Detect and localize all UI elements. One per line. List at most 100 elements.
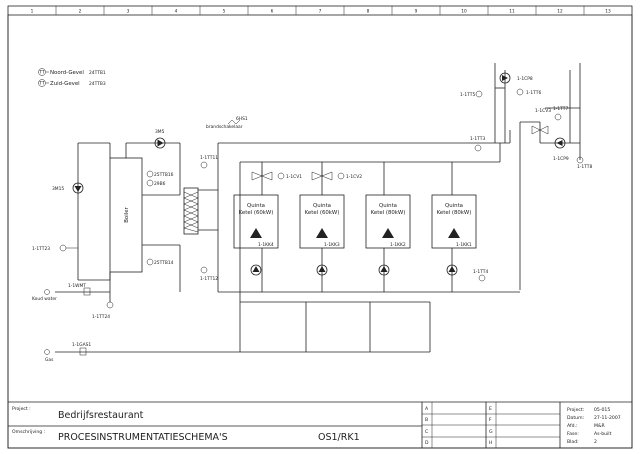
svg-text:1-1CP8: 1-1CP8: [517, 76, 533, 82]
boiler-vessel: Boiler 25TTB16 29B6 25TTB14 1-1TT23: [32, 157, 174, 273]
cold-water: Koud water 1-1WMT 1-1TT24: [32, 283, 114, 320]
boiler-unit-1: Quinta Ketel (60kW) 1-1KK4: [233, 194, 279, 276]
svg-text:Quinta: Quinta: [445, 203, 463, 209]
svg-text:1-1CV1: 1-1CV1: [286, 174, 302, 180]
svg-text:Koud water: Koud water: [32, 296, 57, 302]
svg-text:1-1WMT: 1-1WMT: [68, 283, 86, 289]
fire-switch-tag: 6HS1: [236, 116, 248, 122]
rev-e: E: [489, 406, 492, 412]
info-phase-key: Fase:: [567, 431, 579, 437]
info-dept-value: M&R: [594, 423, 606, 429]
svg-text:1-1KK4: 1-1KK4: [258, 242, 274, 248]
valve-cv2: 1-1CV2: [311, 170, 362, 181]
boiler-tt14: 25TTB14: [154, 260, 174, 266]
svg-text:Ketel (60kW): Ketel (60kW): [239, 210, 274, 216]
south-facade-tag: 24TTB3: [89, 81, 106, 87]
heat-exchanger: 1-1TT11 1-1TT12: [183, 155, 218, 282]
info-project-key: Project:: [567, 407, 585, 413]
fire-switch-label: brandschakelaar: [206, 124, 243, 130]
svg-text:1-1TT4: 1-1TT4: [473, 269, 488, 275]
svg-text:3M5: 3M5: [155, 129, 165, 135]
col-1: 1: [31, 9, 34, 15]
svg-text:1-1GAS1: 1-1GAS1: [72, 342, 91, 348]
wind-sensors: TT Noord-Gevel 24TTB1 TT Zuid-Gevel 24TT…: [38, 68, 106, 87]
rev-b: B: [425, 417, 428, 423]
svg-text:TT: TT: [38, 81, 45, 87]
col-5: 5: [223, 9, 226, 15]
piping: [55, 63, 581, 353]
south-facade-label: Zuid-Gevel: [50, 81, 80, 87]
info-phase-value: As-built: [594, 431, 612, 437]
svg-text:Quinta: Quinta: [247, 203, 265, 209]
col-6: 6: [271, 9, 274, 15]
rev-f: F: [489, 417, 492, 423]
info-dept-key: Afd.:: [567, 423, 578, 429]
col-13: 13: [605, 9, 611, 15]
boiler-tt23: 1-1TT23: [32, 246, 50, 252]
gas-line: Gas 1-1GAS1: [44, 342, 91, 363]
col-9: 9: [415, 9, 418, 15]
project-value: Bedrijfsrestaurant: [58, 410, 144, 421]
svg-text:TT: TT: [38, 70, 45, 76]
north-facade-tag: 24TTB1: [89, 70, 106, 76]
valve-cv1: 1-1CV1: [251, 170, 302, 181]
svg-text:1-1TT24: 1-1TT24: [92, 314, 110, 320]
svg-text:1-1TT3: 1-1TT3: [470, 136, 485, 142]
rev-a: A: [425, 406, 429, 412]
boiler-p: 29B6: [154, 181, 166, 187]
boiler-unit-4: Quinta Ketel (80kW) 1-1KK1: [431, 194, 477, 276]
north-facade-label: Noord-Gevel: [50, 70, 84, 76]
svg-text:1-1KK3: 1-1KK3: [324, 242, 340, 248]
col-2: 2: [79, 9, 82, 15]
svg-text:Gas: Gas: [45, 357, 54, 363]
col-8: 8: [367, 9, 370, 15]
column-ruler: 1 2 3 4 5 6 7 8 9 10 11 12 13: [31, 6, 611, 15]
boiler-label: Boiler: [124, 206, 130, 222]
boiler-unit-3: Quinta Ketel (80kW) 1-1KK2: [365, 194, 411, 276]
info-date-value: 27-11-2007: [594, 415, 621, 421]
svg-text:1-1KK1: 1-1KK1: [456, 242, 472, 248]
fire-switch: 6HS1 brandschakelaar: [206, 116, 248, 130]
info-date-key: Datum:: [567, 415, 585, 421]
svg-text:3M15: 3M15: [52, 186, 64, 192]
info-sheet-value: 2: [594, 439, 597, 445]
col-10: 10: [461, 9, 467, 15]
info-sheet-key: Blad:: [567, 439, 579, 445]
title-block: Project : Bedrijfsrestaurant Omschrijvin…: [8, 401, 632, 448]
svg-text:Ketel (80kW): Ketel (80kW): [437, 210, 472, 216]
rev-c: C: [425, 429, 428, 435]
rev-g: G: [489, 429, 493, 435]
rev-d: D: [425, 440, 429, 446]
boiler-tt16: 25TTB16: [154, 172, 174, 178]
right-instruments: 1-1TT5 1-1CP8 1-1TT6 1-1TT3 1-1TT7 1-1CV…: [460, 72, 592, 282]
exchanger-tt11: 1-1TT11: [200, 155, 218, 161]
svg-text:Quinta: Quinta: [313, 203, 331, 209]
exchanger-tt12: 1-1TT12: [200, 276, 218, 282]
svg-text:1-1TT7: 1-1TT7: [553, 106, 568, 112]
col-4: 4: [175, 9, 178, 15]
inner-border: [7, 14, 633, 449]
project-label: Project :: [12, 406, 31, 412]
col-7: 7: [319, 9, 322, 15]
info-project-value: 05-015: [594, 407, 610, 413]
description-label: Omschrijving :: [12, 429, 46, 435]
pump-3m5: 3M5: [154, 129, 166, 149]
svg-text:1-1TT5: 1-1TT5: [460, 92, 475, 98]
svg-text:1-1TT8: 1-1TT8: [577, 164, 592, 170]
rev-h: H: [489, 440, 492, 446]
svg-text:1-1CV2: 1-1CV2: [346, 174, 362, 180]
svg-text:1-1CV3: 1-1CV3: [535, 108, 551, 114]
col-3: 3: [127, 9, 130, 15]
svg-text:1-1TT6: 1-1TT6: [526, 90, 541, 96]
drawing-code: OS1/RK1: [318, 432, 360, 443]
svg-text:Ketel (80kW): Ketel (80kW): [371, 210, 406, 216]
col-11: 11: [509, 9, 515, 15]
svg-text:Ketel (60kW): Ketel (60kW): [305, 210, 340, 216]
svg-text:Quinta: Quinta: [379, 203, 397, 209]
col-12: 12: [557, 9, 563, 15]
boiler-unit-2: Quinta Ketel (60kW) 1-1KK3: [299, 194, 345, 276]
svg-text:1-1CP9: 1-1CP9: [553, 156, 569, 162]
description-value: PROCESINSTRUMENTATIESCHEMA'S: [58, 432, 228, 443]
pump-3m15: 3M15: [52, 182, 84, 194]
